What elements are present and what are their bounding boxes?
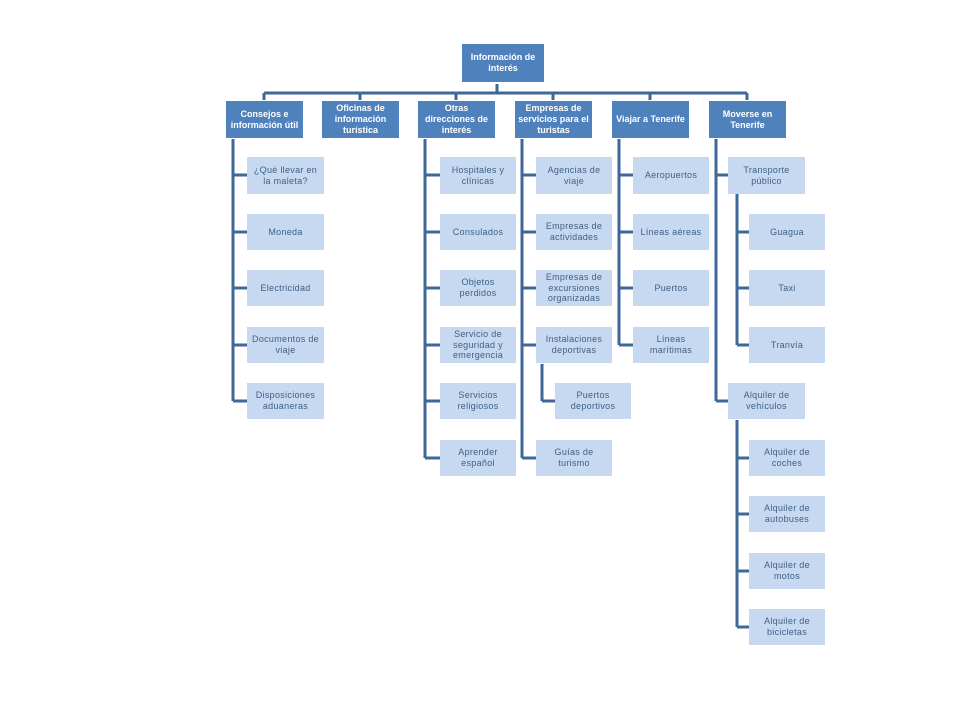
branch-label: Consejos e información útil	[230, 108, 299, 130]
item-label: Puertos deportivos	[570, 390, 616, 411]
item-servicio-seguridad: Servicio de seguridad y emergencia	[440, 327, 516, 363]
item-label: Líneas marítimas	[649, 334, 693, 355]
item-alquiler-vehiculos: Alquiler de vehículos	[728, 383, 805, 419]
item-instalaciones-deportivas: Instalaciones deportivas	[536, 327, 612, 363]
item-label: Servicio de seguridad y emergencia	[452, 328, 504, 361]
item-label: Consulados	[452, 226, 504, 237]
item-label: Alquiler de vehículos	[743, 390, 790, 411]
branch-empresas: Empresas de servicios para el turistas	[514, 100, 593, 139]
item-alquiler-motos: Alquiler de motos	[749, 553, 825, 589]
item-guias-turismo: Guías de turismo	[536, 440, 612, 476]
item-label: Líneas aéreas	[640, 226, 702, 237]
item-label: Agencias de viaje	[547, 164, 601, 186]
branch-moverse: Moverse en Tenerife	[708, 100, 787, 139]
item-electricidad: Electricidad	[247, 270, 324, 306]
item-label: Documentos de viaje	[252, 334, 319, 355]
branch-label: Otras direcciones de interés	[424, 103, 489, 135]
item-agencias-viaje: Agencias de viaje	[536, 157, 612, 194]
branch-oficinas: Oficinas de información turística	[321, 100, 400, 139]
item-label: Alquiler de autobuses	[764, 503, 810, 524]
item-label: Electricidad	[260, 282, 311, 293]
item-documentos: Documentos de viaje	[247, 327, 324, 363]
item-label: ¿Qué llevar en la maleta?	[253, 164, 318, 186]
item-hospitales: Hospitales y clínicas	[440, 157, 516, 194]
item-label: Hospitales y clínicas	[451, 164, 505, 186]
item-label: Alquiler de motos	[764, 560, 810, 581]
root-node: Información de interés	[461, 43, 545, 83]
item-label: Alquiler de coches	[764, 447, 810, 468]
item-label: Alquiler de bicicletas	[764, 616, 810, 637]
item-label: Guagua	[770, 226, 804, 237]
branch-label: Oficinas de información turística	[334, 103, 387, 135]
item-objetos-perdidos: Objetos perdidos	[440, 270, 516, 306]
item-label: Taxi	[778, 282, 796, 293]
item-label: Aeropuertos	[644, 170, 698, 181]
item-label: Moneda	[268, 226, 303, 237]
item-label: Instalaciones deportivas	[545, 334, 603, 355]
item-guagua: Guagua	[749, 214, 825, 250]
item-servicios-religiosos: Servicios religiosos	[440, 383, 516, 419]
branch-label: Moverse en Tenerife	[722, 108, 773, 130]
item-alquiler-bicicletas: Alquiler de bicicletas	[749, 609, 825, 645]
item-lineas-maritimas: Líneas marítimas	[633, 327, 709, 363]
item-alquiler-autobuses: Alquiler de autobuses	[749, 496, 825, 532]
branch-consejos: Consejos e información útil	[225, 100, 304, 139]
item-label: Servicios religiosos	[457, 390, 499, 411]
branch-label: Viajar a Tenerife	[616, 114, 685, 125]
item-taxi: Taxi	[749, 270, 825, 306]
item-label: Empresas de excursiones organizadas	[545, 271, 603, 304]
branch-label: Empresas de servicios para el turistas	[518, 103, 589, 135]
item-tranvia: Tranvía	[749, 327, 825, 363]
branch-otras-direcciones: Otras direcciones de interés	[417, 100, 496, 139]
item-lineas-aereas: Líneas aéreas	[633, 214, 709, 250]
item-aeropuertos: Aeropuertos	[633, 157, 709, 194]
item-empresas-excursiones: Empresas de excursiones organizadas	[536, 270, 612, 306]
item-transporte-publico: Transporte público	[728, 157, 805, 194]
item-que-llevar: ¿Qué llevar en la maleta?	[247, 157, 324, 194]
item-label: Guías de turismo	[554, 447, 594, 468]
root-label: Información de interés	[470, 52, 536, 73]
item-aprender-espanol: Aprender español	[440, 440, 516, 476]
item-label: Transporte público	[743, 164, 790, 186]
item-label: Aprender español	[458, 447, 498, 468]
item-label: Objetos perdidos	[459, 277, 497, 298]
item-empresas-actividades: Empresas de actividades	[536, 214, 612, 250]
item-moneda: Moneda	[247, 214, 324, 250]
item-label: Tranvía	[770, 339, 804, 350]
item-puertos-deportivos: Puertos deportivos	[555, 383, 631, 419]
branch-viajar: Viajar a Tenerife	[611, 100, 690, 139]
item-label: Disposiciones aduaneras	[255, 390, 316, 411]
item-consulados: Consulados	[440, 214, 516, 250]
item-puertos: Puertos	[633, 270, 709, 306]
item-alquiler-coches: Alquiler de coches	[749, 440, 825, 476]
item-disposiciones: Disposiciones aduaneras	[247, 383, 324, 419]
item-label: Puertos	[654, 282, 688, 293]
item-label: Empresas de actividades	[545, 221, 603, 242]
